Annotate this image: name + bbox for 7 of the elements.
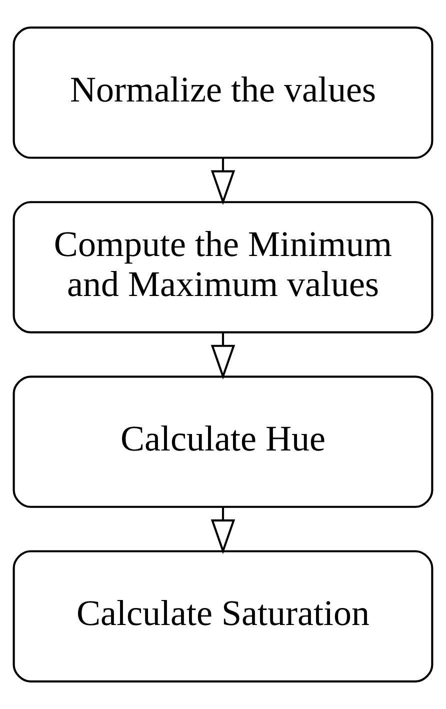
node-box: Compute the Minimum and Maximum values <box>12 201 434 334</box>
node-box: Calculate Hue <box>12 376 434 508</box>
arrow <box>210 507 236 554</box>
node-box: Calculate Saturation <box>12 550 434 682</box>
arrow <box>210 158 236 205</box>
node-box: Normalize the values <box>12 26 434 159</box>
arrow <box>210 332 236 380</box>
